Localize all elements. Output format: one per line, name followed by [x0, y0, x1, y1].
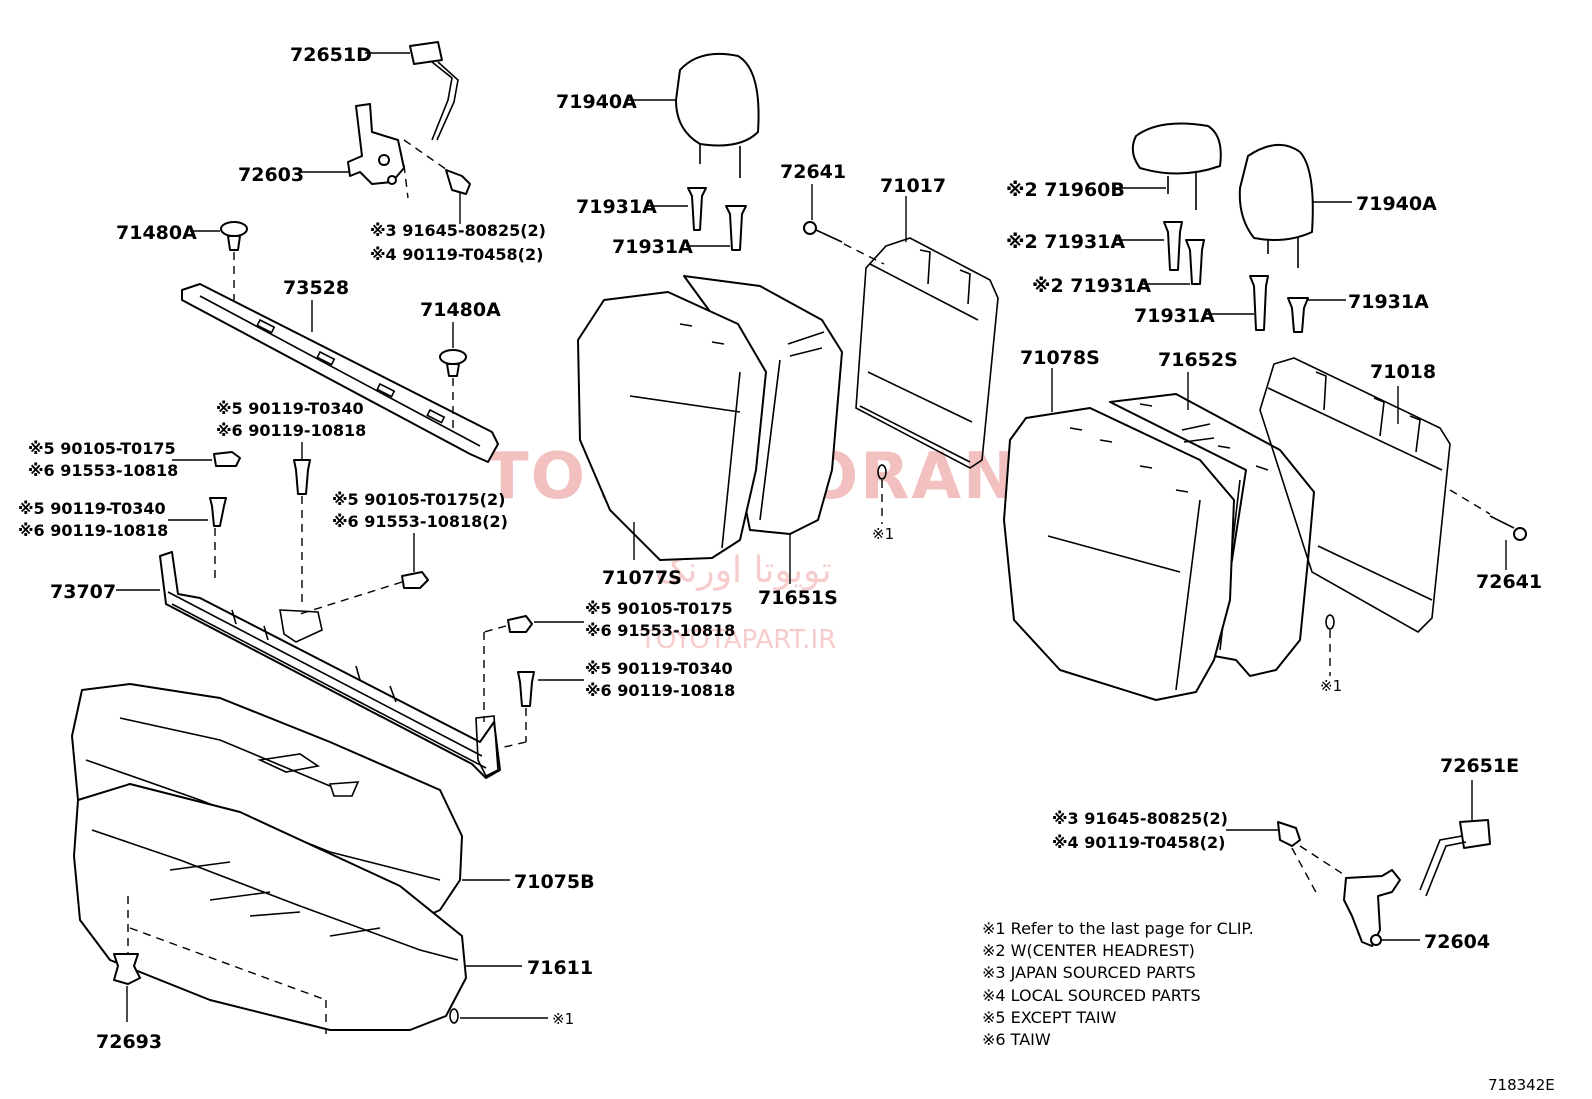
label-right-b1: ※5 90119-T0340 [585, 659, 733, 678]
label-right-a2: ※6 91553-10818 [585, 621, 735, 640]
label-72641-2: 72641 [1476, 571, 1542, 593]
label-mid-b2: ※6 91553-10818(2) [332, 512, 508, 531]
label-72651D: 72651D [290, 44, 372, 66]
part-71077S[interactable] [577, 291, 767, 561]
part-72651E[interactable] [1419, 819, 1491, 897]
part-71931A-guide-2[interactable] [725, 205, 747, 251]
bolt-72641-right[interactable] [1489, 515, 1527, 541]
note-3: ※3 JAPAN SOURCED PARTS [982, 963, 1196, 982]
bolt-right-b[interactable] [517, 671, 535, 707]
part-71940A-headrest-left[interactable] [675, 52, 760, 178]
part-72693[interactable] [113, 953, 141, 985]
label-71931A-6: 71931A [1348, 291, 1429, 313]
bolt-72641-left[interactable] [803, 221, 843, 243]
note-2: ※2 W(CENTER HEADREST) [982, 941, 1195, 960]
label-71077S: 71077S [602, 567, 682, 589]
clip-71480A-1[interactable] [220, 221, 248, 251]
label-71017: 71017 [880, 175, 946, 197]
note-1: ※1 Refer to the last page for CLIP. [982, 919, 1254, 938]
label-71960B: ※2 71960B [1006, 179, 1125, 201]
note-6: ※6 TAIW [982, 1030, 1051, 1049]
part-72604[interactable] [1343, 869, 1401, 947]
bolt-91645-80825-br[interactable] [1277, 821, 1301, 847]
label-73707: 73707 [50, 581, 116, 603]
label-left-b1: ※5 90119-T0340 [18, 499, 166, 518]
label-mid-a1: ※5 90119-T0340 [216, 399, 364, 418]
label-right-b2: ※6 90119-10818 [585, 681, 735, 700]
label-71075B: 71075B [514, 871, 595, 893]
part-71078S[interactable] [1003, 407, 1235, 701]
watermark-site: TOYOTAPART.IR [639, 625, 836, 655]
label-72641-1: 72641 [780, 161, 846, 183]
label-71018: 71018 [1370, 361, 1436, 383]
part-71017[interactable] [855, 237, 999, 469]
label-br-a: ※3 91645-80825(2) [1052, 809, 1228, 828]
label-left-b2: ※6 90119-10818 [18, 521, 168, 540]
label-71611: 71611 [527, 957, 593, 979]
label-71931A-2: 71931A [612, 236, 693, 258]
label-71480A-1: 71480A [116, 222, 197, 244]
label-73528: 73528 [283, 277, 349, 299]
label-right-a1: ※5 90105-T0175 [585, 599, 733, 618]
part-72651D[interactable] [409, 41, 459, 141]
note-4: ※4 LOCAL SOURCED PARTS [982, 986, 1201, 1005]
label-71931A-1: 71931A [576, 196, 657, 218]
label-mid-b1: ※5 90105-T0175(2) [332, 490, 505, 509]
bolt-left-a[interactable] [213, 451, 241, 467]
label-72603: 72603 [238, 164, 304, 186]
label-top-b: ※4 90119-T0458(2) [370, 245, 543, 264]
part-73528[interactable] [181, 283, 499, 463]
clip-mark-3: ※1 [1320, 677, 1342, 695]
part-71931A-guide-6[interactable] [1287, 297, 1309, 333]
label-top-a: ※3 91645-80825(2) [370, 221, 546, 240]
bolt-91645-80825[interactable] [445, 169, 471, 195]
label-71940A-1: 71940A [556, 91, 637, 113]
clip-mark-1: ※1 [552, 1010, 574, 1028]
part-71931A-guide-5[interactable] [1249, 275, 1269, 331]
part-71940A-headrest-right[interactable] [1238, 144, 1314, 268]
label-71931A-3: ※2 71931A [1006, 231, 1125, 253]
clip-mark-2: ※1 [872, 525, 894, 543]
label-71652S: 71652S [1158, 349, 1238, 371]
part-71611[interactable] [73, 783, 467, 1031]
label-71931A-5: 71931A [1134, 305, 1215, 327]
label-71651S: 71651S [758, 587, 838, 609]
bolt-right-a[interactable] [507, 615, 533, 633]
part-72603[interactable] [347, 103, 405, 185]
label-71078S: 71078S [1020, 347, 1100, 369]
label-71940A-2: 71940A [1356, 193, 1437, 215]
bolt-mid-b[interactable] [401, 571, 429, 589]
part-71931A-guide-3[interactable] [1163, 221, 1183, 271]
part-71931A-guide-4[interactable] [1185, 239, 1205, 285]
label-71931A-4: ※2 71931A [1032, 275, 1151, 297]
part-71960B-headrest[interactable] [1131, 122, 1222, 210]
bolt-mid-a[interactable] [293, 459, 311, 495]
label-br-b: ※4 90119-T0458(2) [1052, 833, 1225, 852]
notes-legend: ※1 Refer to the last page for CLIP. ※2 W… [982, 919, 1254, 1049]
figure-reference: 718342E [1488, 1076, 1555, 1094]
label-left-a2: ※6 91553-10818 [28, 461, 178, 480]
clip-71480A-2[interactable] [439, 349, 467, 377]
part-73707[interactable] [159, 551, 501, 779]
label-71480A-2: 71480A [420, 299, 501, 321]
label-mid-a2: ※6 90119-10818 [216, 421, 366, 440]
part-71018[interactable] [1259, 357, 1451, 633]
part-71931A-guide-1[interactable] [687, 187, 707, 231]
bolt-left-b[interactable] [209, 497, 227, 527]
label-left-a1: ※5 90105-T0175 [28, 439, 176, 458]
note-5: ※5 EXCEPT TAIW [982, 1008, 1117, 1027]
label-72693: 72693 [96, 1031, 162, 1053]
label-72604: 72604 [1424, 931, 1490, 953]
label-72651E: 72651E [1440, 755, 1519, 777]
